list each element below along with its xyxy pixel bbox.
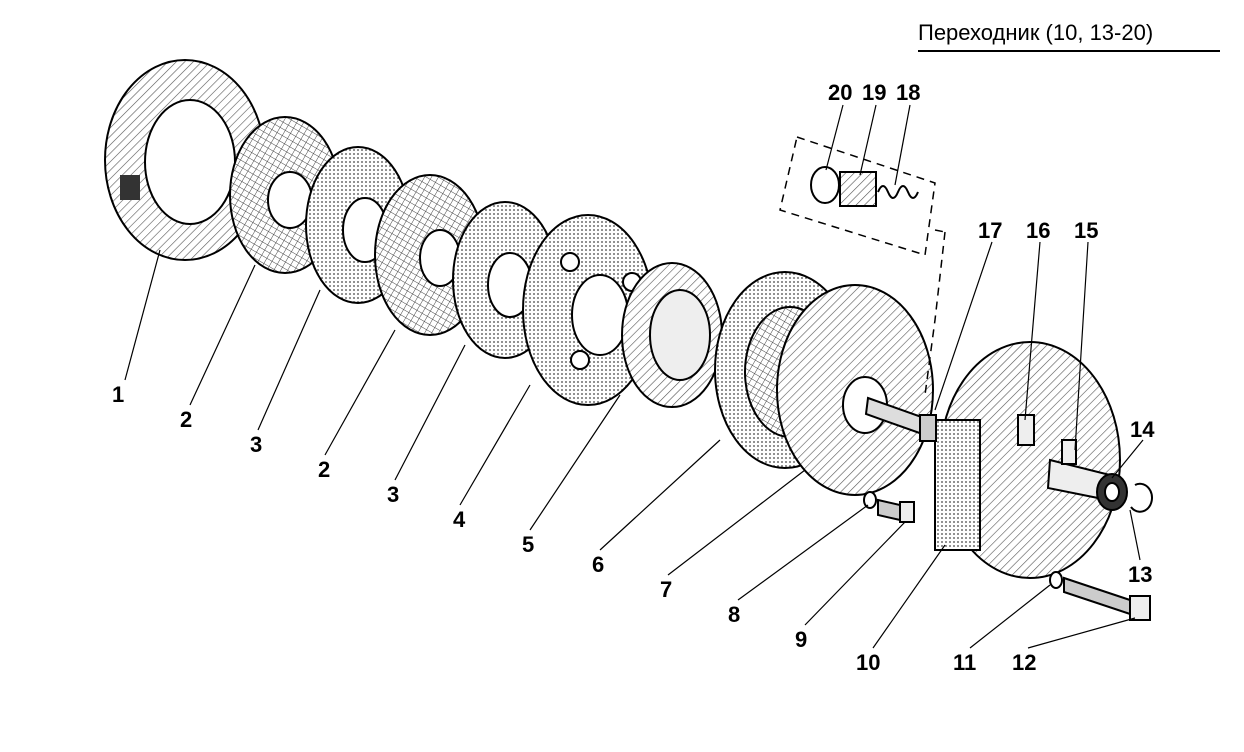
part-4-flange-plate — [522, 214, 654, 406]
part-7-cover — [776, 284, 934, 496]
callout-20: 20 — [828, 80, 852, 105]
part-16-fitting — [1017, 414, 1035, 446]
callout-1: 1 — [112, 382, 124, 407]
callout-13: 13 — [1128, 562, 1152, 587]
callout-18: 18 — [896, 80, 920, 105]
callout-6: 6 — [592, 552, 604, 577]
callout-16: 16 — [1026, 218, 1050, 243]
inset-box — [779, 136, 946, 396]
callout-labels: 1 2 3 2 3 4 5 6 7 8 9 10 11 12 13 14 15 … — [112, 80, 1155, 675]
part-14-bearing — [1096, 473, 1128, 511]
callout-3: 3 — [250, 432, 262, 457]
header-title: Переходник (10, 13-20) — [918, 20, 1154, 45]
callout-10: 10 — [856, 650, 880, 675]
callout-12: 12 — [1012, 650, 1036, 675]
part-8-washer — [863, 491, 877, 509]
callout-14: 14 — [1130, 417, 1155, 442]
part-9-bolt — [877, 498, 915, 523]
callout-7: 7 — [660, 577, 672, 602]
part-19-valve — [839, 171, 877, 207]
leader-lines — [124, 104, 1144, 649]
part-10-adapter-housing — [934, 341, 1121, 579]
part-11-washer — [1049, 571, 1063, 589]
part-12-long-bolt — [1063, 576, 1151, 621]
part-5-diaphragm-spring — [621, 262, 723, 408]
callout-3-second: 3 — [387, 482, 399, 507]
callout-2-second: 2 — [318, 457, 330, 482]
callout-15: 15 — [1074, 218, 1098, 243]
callout-8: 8 — [728, 602, 740, 627]
part-13-circlip — [1130, 482, 1153, 513]
part-20-seal — [810, 166, 840, 204]
callout-17: 17 — [978, 218, 1002, 243]
callout-2: 2 — [180, 407, 192, 432]
callout-19: 19 — [862, 80, 886, 105]
callout-5: 5 — [522, 532, 534, 557]
part-17-pin — [919, 414, 937, 442]
callout-11: 11 — [953, 650, 976, 675]
part-15-boss — [1061, 439, 1077, 465]
callout-4: 4 — [453, 507, 466, 532]
part-1-housing — [104, 59, 266, 261]
callout-9: 9 — [795, 627, 807, 652]
header-underline — [918, 50, 1220, 52]
part-18-spring — [877, 185, 919, 199]
